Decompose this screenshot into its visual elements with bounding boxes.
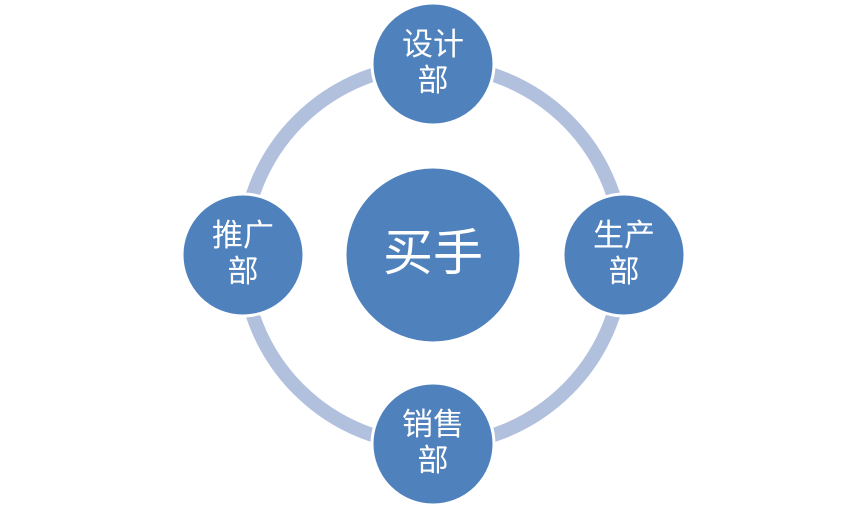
- node-bottom-circle: [370, 381, 496, 507]
- node-bottom-label-line2: 部: [418, 443, 449, 479]
- node-right-label-line2: 部: [609, 254, 640, 290]
- node-left: 推广 部: [180, 192, 306, 318]
- node-top: 设计 部: [370, 1, 496, 127]
- center-node: 买手: [343, 165, 523, 345]
- node-top-label-line2: 部: [418, 63, 449, 99]
- node-right-label-line1: 生产: [593, 218, 655, 254]
- node-left-label-line2: 部: [228, 254, 259, 290]
- node-right: 生产 部: [561, 192, 687, 318]
- center-label: 买手: [383, 224, 483, 282]
- node-right-circle: [561, 192, 687, 318]
- node-bottom-label-line1: 销售: [402, 407, 464, 443]
- node-left-label-line1: 推广: [212, 218, 274, 254]
- node-top-label-line1: 设计: [402, 27, 464, 63]
- node-top-circle: [370, 1, 496, 127]
- node-bottom: 销售 部: [370, 381, 496, 507]
- center-circle: [343, 165, 523, 345]
- node-left-circle: [180, 192, 306, 318]
